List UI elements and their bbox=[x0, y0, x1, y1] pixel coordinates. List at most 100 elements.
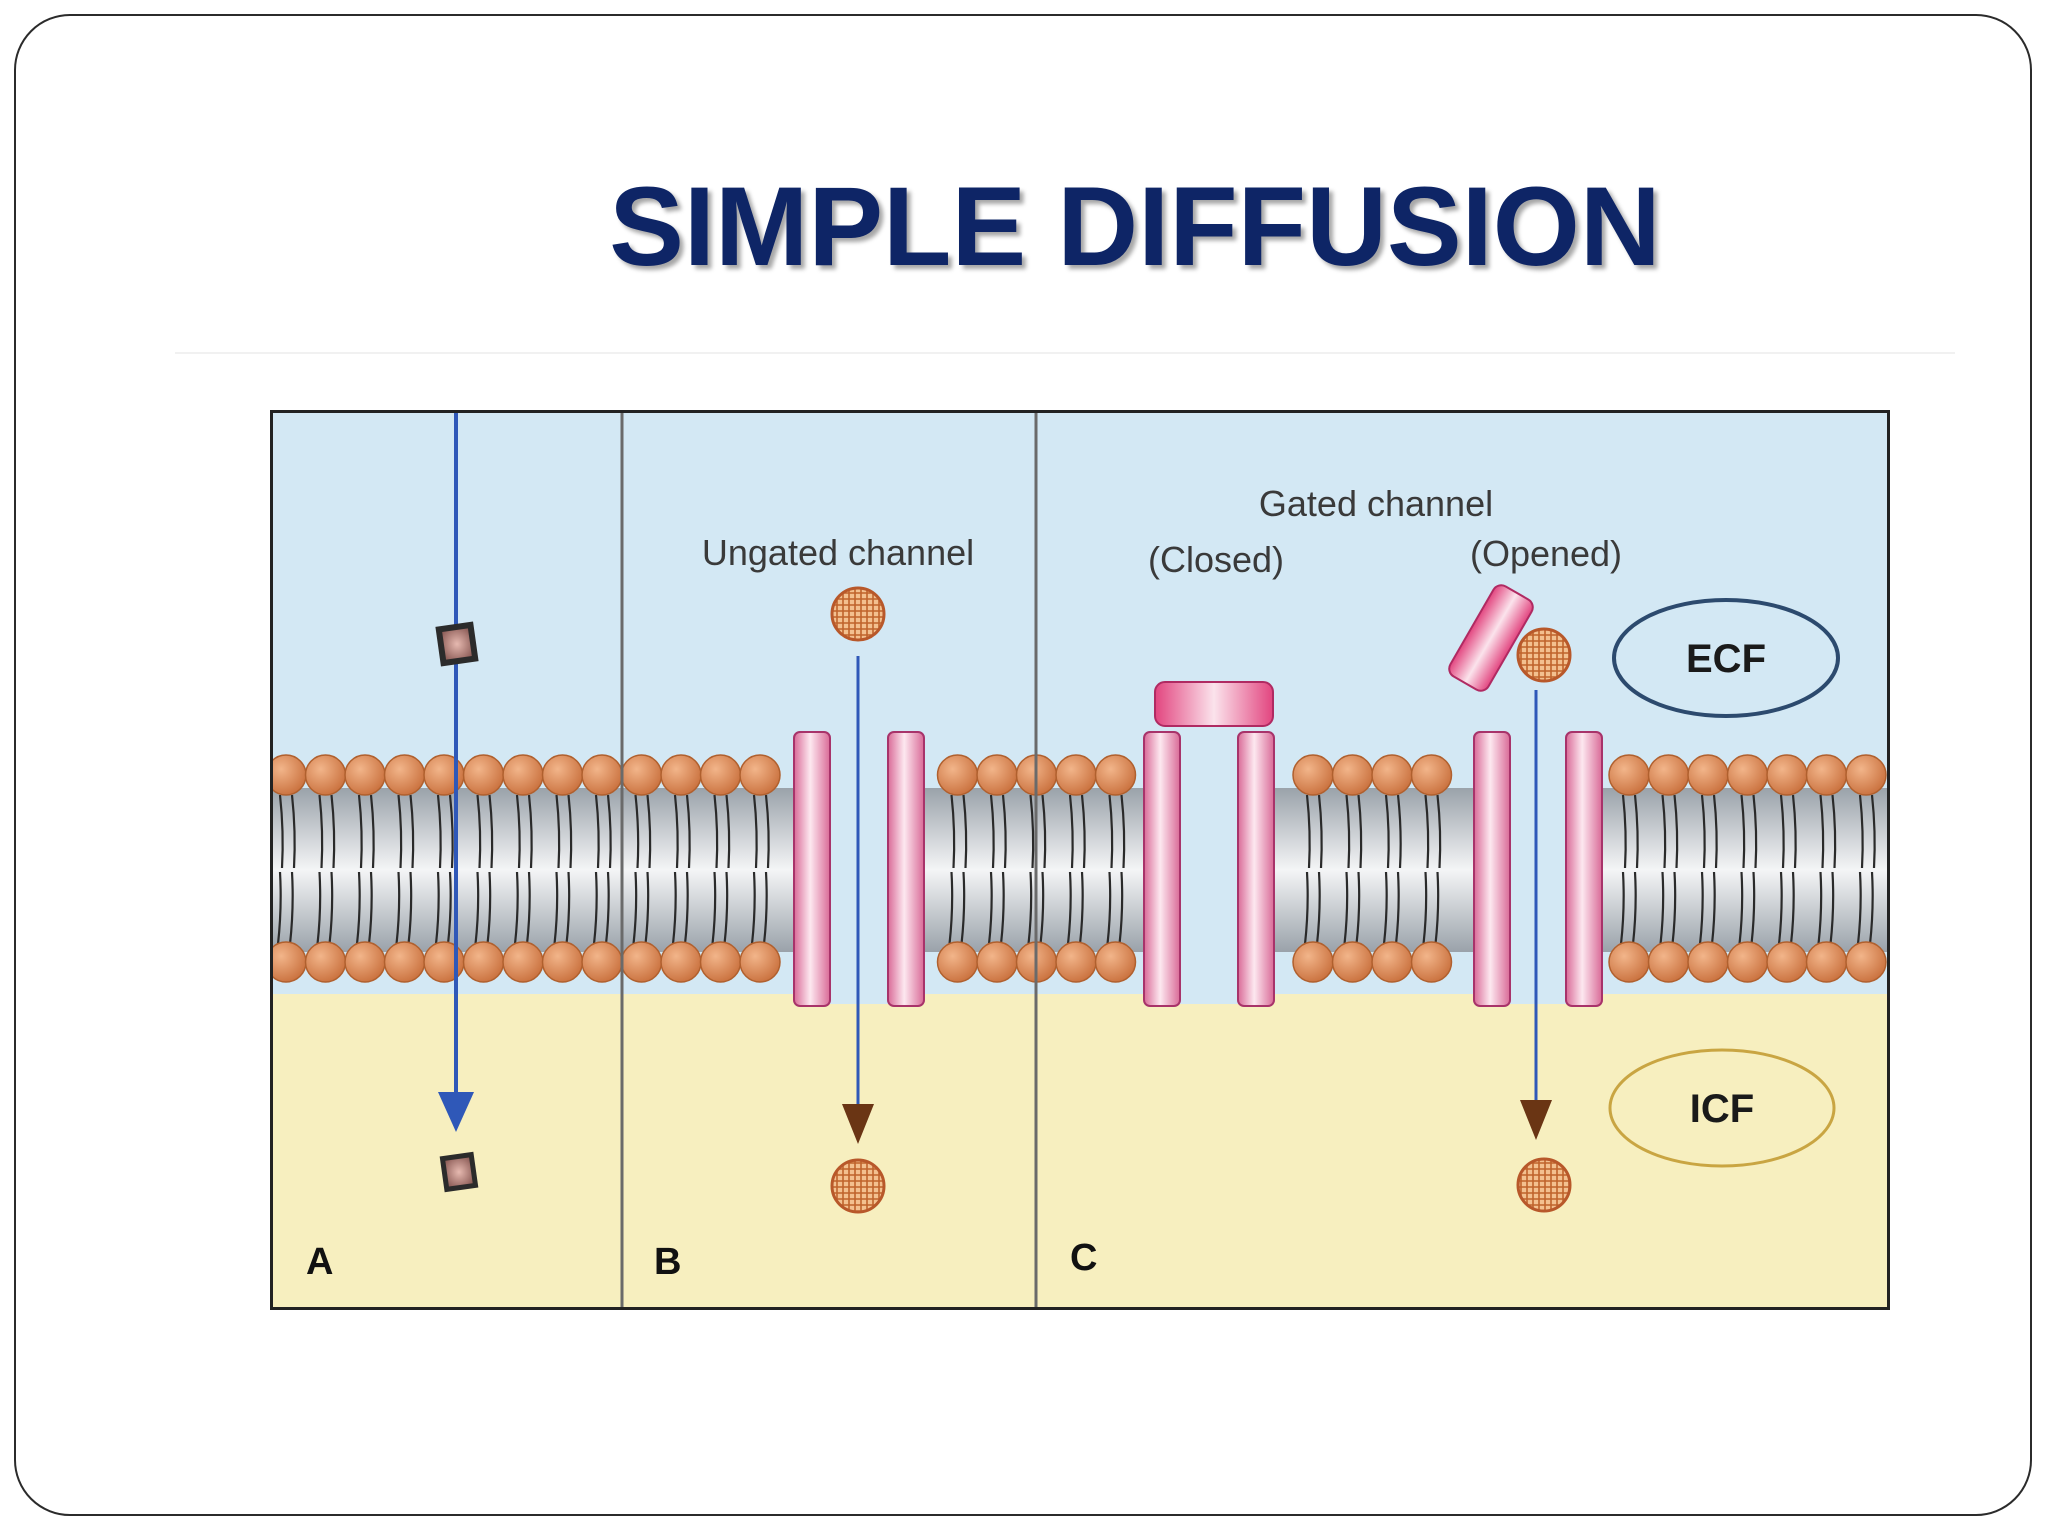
lipid-head-inner bbox=[620, 941, 663, 983]
lipid-tail bbox=[1700, 794, 1706, 869]
lipid-tail bbox=[1621, 794, 1627, 869]
panel-b-ion-inside bbox=[830, 1158, 886, 1214]
lipid-tail bbox=[1817, 871, 1823, 945]
panel-c-ion-inside bbox=[1516, 1157, 1572, 1213]
lipid-head-inner bbox=[1647, 941, 1690, 983]
panel-c-ion-outside bbox=[1516, 627, 1572, 683]
lipid-tail bbox=[318, 794, 324, 869]
lipid-tail bbox=[1001, 794, 1007, 869]
lipid-tail bbox=[1345, 794, 1351, 869]
lipid-head-inner bbox=[1766, 941, 1808, 983]
lipid-tail bbox=[1831, 794, 1837, 869]
lipid-tail bbox=[604, 871, 610, 945]
lipid-tail bbox=[395, 871, 401, 945]
lipid-tail bbox=[1661, 794, 1667, 869]
lipid-tail bbox=[288, 871, 294, 945]
lipid-tail bbox=[1080, 794, 1086, 869]
lipid-head-outer bbox=[976, 754, 1018, 796]
lipid-head-outer bbox=[383, 754, 426, 796]
lipid-tail bbox=[553, 871, 559, 945]
lipid-tail bbox=[1779, 794, 1785, 869]
lipid-tail bbox=[1698, 871, 1704, 945]
lipid-tail bbox=[632, 871, 638, 945]
lipid-head-inner bbox=[502, 941, 544, 983]
lipid-tail bbox=[1791, 794, 1797, 869]
lipid-head-outer bbox=[1726, 754, 1769, 796]
lipid-tail bbox=[1858, 794, 1864, 869]
lipid-head-outer bbox=[1094, 754, 1137, 796]
lipid-tail bbox=[1355, 871, 1361, 945]
lipid-head-outer bbox=[304, 754, 347, 796]
lipid-tail bbox=[725, 794, 731, 869]
lipid-tail bbox=[1343, 871, 1349, 945]
lipid-head-inner bbox=[1331, 941, 1374, 983]
lipid-head-inner bbox=[383, 941, 426, 983]
panel-b-ion-outside bbox=[830, 586, 886, 642]
lipid-tail bbox=[673, 794, 679, 869]
lipid-heads-inner bbox=[270, 941, 1887, 983]
lipid-head-inner bbox=[1055, 941, 1097, 983]
opened-channel-gate bbox=[1448, 584, 1534, 692]
lipid-tail bbox=[1436, 794, 1442, 869]
lipid-tail bbox=[409, 794, 415, 869]
lipid-tail bbox=[328, 871, 334, 945]
lipid-tail bbox=[987, 871, 993, 945]
lipid-tail bbox=[1710, 871, 1716, 945]
lipid-tail bbox=[369, 794, 375, 869]
lipid-tail bbox=[486, 871, 492, 945]
lipid-head-inner bbox=[1845, 941, 1887, 983]
lipid-tail bbox=[278, 794, 284, 869]
lipid-tail bbox=[948, 871, 954, 945]
lipid-tail bbox=[1382, 871, 1388, 945]
lipid-tail bbox=[1029, 794, 1035, 869]
lipid-tail bbox=[448, 794, 454, 869]
lipid-tail bbox=[434, 871, 440, 945]
lipid-tail bbox=[750, 871, 756, 945]
lipid-head-inner bbox=[936, 941, 979, 983]
lipid-tail bbox=[488, 794, 494, 869]
lipid-tail bbox=[1106, 871, 1112, 945]
lipid-tail bbox=[555, 794, 561, 869]
ecf-oval bbox=[1612, 598, 1840, 718]
lipid-head-inner bbox=[1805, 941, 1848, 983]
lipid-tail bbox=[962, 794, 968, 869]
lipid-tail bbox=[1317, 794, 1323, 869]
lipid-head-inner bbox=[541, 941, 584, 983]
diagram-border bbox=[270, 410, 1890, 1310]
lipid-tail bbox=[960, 871, 966, 945]
lipid-tail bbox=[606, 794, 612, 869]
gated-channel-label: Gated channel bbox=[1259, 483, 1493, 524]
lipid-tail bbox=[1750, 871, 1756, 945]
ungated-channel-label: Ungated channel bbox=[702, 532, 974, 573]
ungated-channel-left-protein bbox=[793, 731, 831, 1007]
membrane-core bbox=[270, 788, 1890, 952]
lipid-tail bbox=[989, 794, 995, 869]
lipid-tail bbox=[515, 794, 521, 869]
lipid-head-inner bbox=[1608, 941, 1650, 983]
lipid-tail bbox=[567, 794, 573, 869]
lipid-head-inner bbox=[1726, 941, 1769, 983]
lipid-tail bbox=[474, 871, 480, 945]
lipid-tail bbox=[752, 794, 758, 869]
lipid-tail bbox=[762, 871, 768, 945]
lipid-tail bbox=[527, 794, 533, 869]
lipid-head-inner bbox=[739, 941, 781, 983]
simple-diffusion-diagram: Ungated channel Gated channel (Closed) (… bbox=[270, 410, 1890, 1310]
lipid-tail bbox=[1118, 871, 1124, 945]
lipid-tail bbox=[525, 871, 531, 945]
lipid-head-inner bbox=[699, 941, 742, 983]
lipid-tail bbox=[685, 794, 691, 869]
lipid-heads-outer bbox=[270, 754, 1887, 796]
lipid-tail bbox=[397, 794, 403, 869]
lipid-head-outer bbox=[1331, 754, 1374, 796]
closed-label: (Closed) bbox=[1148, 539, 1284, 580]
lipid-tail bbox=[1394, 871, 1400, 945]
lipid-tail bbox=[1619, 871, 1625, 945]
lipid-tail bbox=[446, 871, 452, 945]
opened-channel-left-protein bbox=[1473, 731, 1511, 1007]
lipid-tail bbox=[407, 871, 413, 945]
lipid-head-inner bbox=[660, 941, 702, 983]
lipid-tail bbox=[1633, 794, 1639, 869]
lipid-head-inner bbox=[1687, 941, 1729, 983]
lipid-tail bbox=[1422, 871, 1428, 945]
